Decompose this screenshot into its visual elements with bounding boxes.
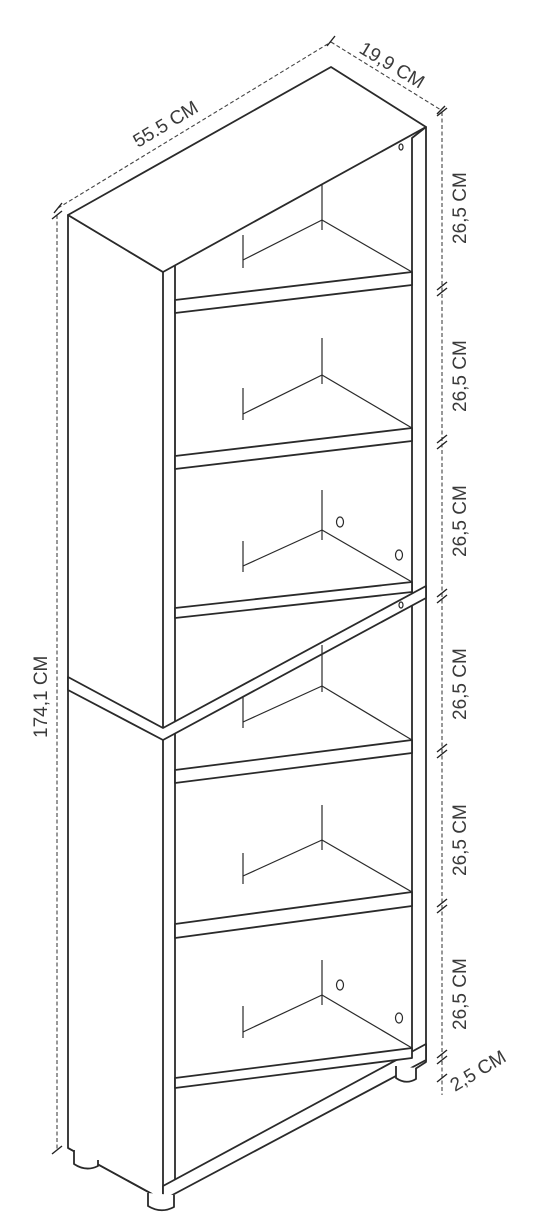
shelf-label-1: 26,5 CM (450, 172, 471, 244)
shelf-label-5: 26,5 CM (450, 804, 471, 876)
shelf-2 (174, 427, 413, 470)
foot-left (73, 1150, 99, 1170)
foot-right (395, 1066, 417, 1083)
shelf-label-6: 26,5 CM (450, 958, 471, 1030)
bookcase-drawing (67, 66, 427, 1201)
plinth-label: 2,5 CM (447, 1047, 510, 1097)
shelf-5 (174, 891, 413, 939)
module-joint (67, 585, 427, 741)
bottom-rail (162, 1043, 427, 1201)
bottom-shelf (174, 1047, 413, 1089)
shelf-label-3: 26,5 CM (450, 485, 471, 557)
shelf-3 (174, 581, 413, 619)
height-label: 174,1 CM (31, 656, 52, 738)
width-label: 55.5 CM (130, 97, 202, 152)
shelf-pin-holes (335, 143, 404, 1024)
feet (73, 1066, 417, 1212)
shelf-label-4: 26,5 CM (450, 648, 471, 720)
shelf-label-2: 26,5 CM (450, 340, 471, 412)
shelf-1 (174, 271, 413, 314)
foot-front (147, 1193, 175, 1212)
dimension-lines (51, 35, 448, 1155)
depth-label: 19,9 CM (355, 38, 427, 93)
shelves (174, 185, 413, 1089)
shelf-4 (174, 739, 413, 784)
